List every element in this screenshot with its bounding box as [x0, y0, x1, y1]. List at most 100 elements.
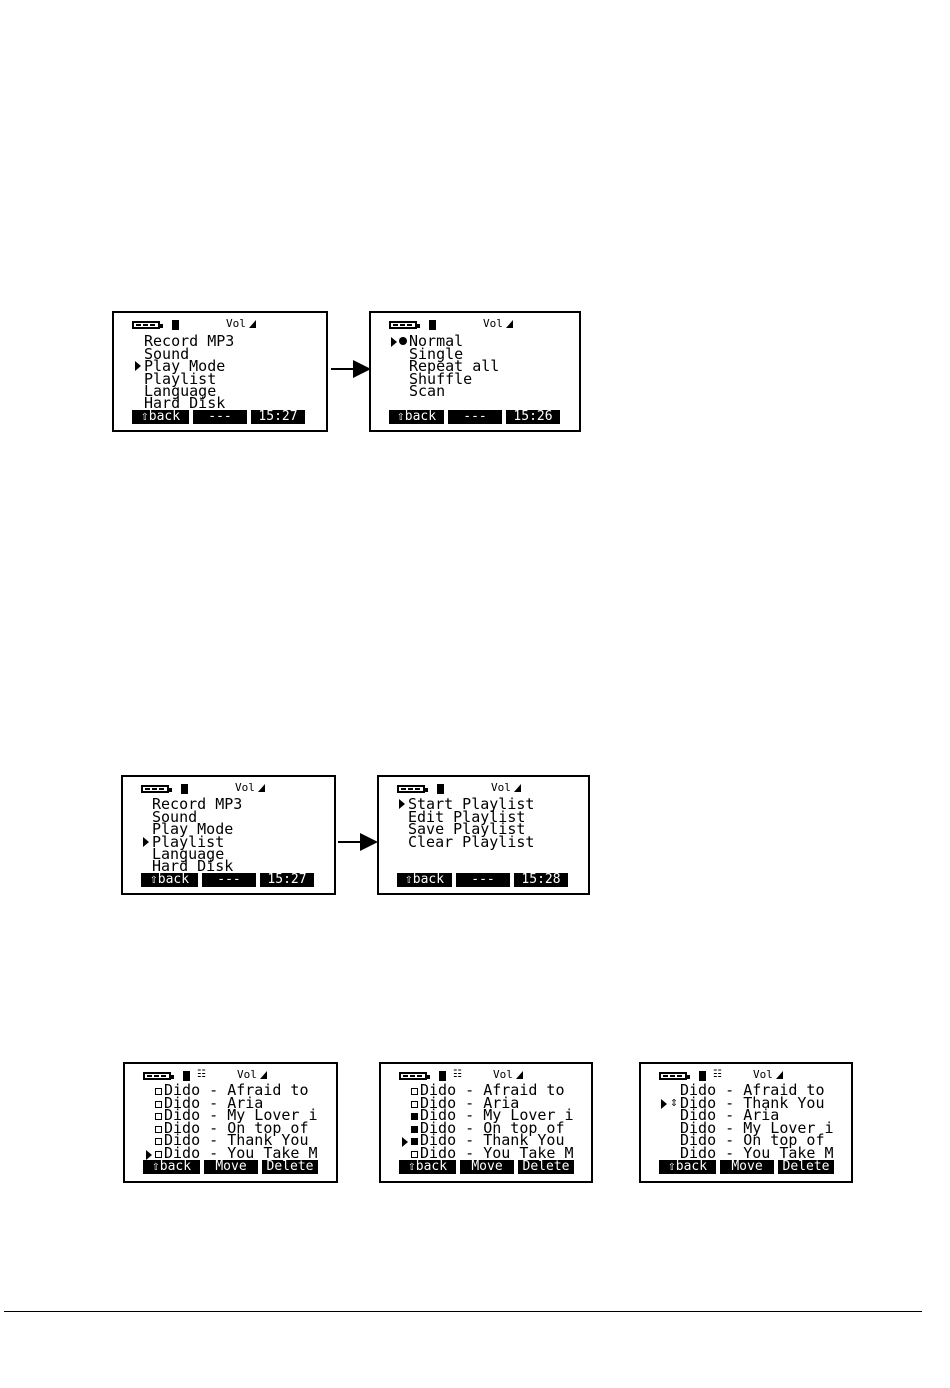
- play-mode-normal[interactable]: Normal: [409, 332, 464, 350]
- page-footer-rule: [4, 1311, 922, 1312]
- back-softkey[interactable]: ⇧back: [389, 410, 444, 424]
- checkbox-checked-icon[interactable]: [411, 1113, 418, 1120]
- playlist-save[interactable]: Save Playlist: [408, 820, 526, 838]
- battery-icon: [132, 321, 163, 329]
- middle-softkey[interactable]: ---: [202, 873, 256, 887]
- track-item[interactable]: Dido - Afraid to: [680, 1081, 825, 1099]
- track-item[interactable]: Dido - Afraid to: [420, 1081, 565, 1099]
- edit-playlist-screen-3: ☷ Vol Dido - Afraid to ⇕ Dido - Thank Yo…: [639, 1062, 853, 1183]
- track-item[interactable]: Dido - Aria: [680, 1106, 780, 1124]
- track-item[interactable]: Dido - Thank You: [680, 1094, 825, 1112]
- status-bar: Vol: [389, 317, 513, 332]
- checkbox-icon[interactable]: [411, 1151, 418, 1158]
- playlist-clear[interactable]: Clear Playlist: [408, 833, 535, 851]
- delete-softkey[interactable]: Delete: [518, 1160, 574, 1174]
- delete-softkey[interactable]: Delete: [262, 1160, 318, 1174]
- track-item[interactable]: Dido - You Take M: [680, 1144, 834, 1162]
- softkey-bar: ⇧back --- 15:27: [141, 873, 314, 887]
- track-item[interactable]: Dido - Afraid to: [164, 1081, 309, 1099]
- play-state-icon: [183, 1071, 190, 1081]
- track-item[interactable]: Dido - On top of: [164, 1119, 309, 1137]
- menu-item-language[interactable]: Language: [152, 845, 225, 863]
- play-mode-scan[interactable]: Scan: [409, 382, 446, 400]
- status-bar: Vol: [132, 317, 256, 332]
- track-item[interactable]: Dido - Aria: [420, 1094, 520, 1112]
- playlist-menu-screen: Vol Start Playlist Edit Playlist Save Pl…: [377, 775, 590, 895]
- checkbox-icon[interactable]: [155, 1101, 162, 1108]
- selection-pointer-icon: [146, 1150, 152, 1160]
- play-state-icon: [439, 1071, 446, 1081]
- play-mode-shuffle[interactable]: Shuffle: [409, 370, 473, 388]
- track-item[interactable]: Dido - My Lover i: [420, 1106, 574, 1124]
- transition-arrow: [338, 833, 378, 851]
- volume-indicator: Vol: [491, 781, 521, 794]
- track-item[interactable]: Dido - My Lover i: [164, 1106, 318, 1124]
- back-softkey[interactable]: ⇧back: [399, 1160, 456, 1174]
- playlist-edit[interactable]: Edit Playlist: [408, 808, 526, 826]
- menu-item-hard-disk[interactable]: Hard Disk: [152, 857, 234, 875]
- edit-playlist-screen-2: ☷ Vol Dido - Afraid to Dido - Aria Dido …: [379, 1062, 593, 1183]
- checkbox-icon[interactable]: [411, 1101, 418, 1108]
- menu-item-hard-disk[interactable]: Hard Disk: [144, 394, 226, 412]
- menu-item-record[interactable]: Record MP3: [152, 795, 243, 813]
- menu-item-sound[interactable]: Sound: [144, 345, 190, 363]
- status-bar: ☷ Vol: [659, 1068, 783, 1083]
- playlist-start[interactable]: Start Playlist: [408, 795, 535, 813]
- softkey-bar: ⇧back Move Delete: [399, 1160, 574, 1174]
- status-bar: ☷ Vol: [399, 1068, 523, 1083]
- middle-softkey[interactable]: ---: [448, 410, 502, 424]
- middle-softkey[interactable]: ---: [456, 873, 510, 887]
- checkbox-icon[interactable]: [155, 1151, 162, 1158]
- play-mode-single[interactable]: Single: [409, 345, 464, 363]
- track-item[interactable]: Dido - Thank You: [164, 1131, 309, 1149]
- back-softkey[interactable]: ⇧back: [397, 873, 452, 887]
- play-state-icon: [172, 320, 179, 330]
- move-softkey[interactable]: Move: [720, 1160, 774, 1174]
- checkbox-icon[interactable]: [155, 1138, 162, 1145]
- play-mode-repeat-all[interactable]: Repeat all: [409, 357, 500, 375]
- track-item[interactable]: Dido - On top of: [680, 1131, 825, 1149]
- softkey-bar: ⇧back Move Delete: [659, 1160, 834, 1174]
- track-item[interactable]: Dido - You Take M: [420, 1144, 574, 1162]
- delete-softkey[interactable]: Delete: [778, 1160, 834, 1174]
- menu-item-play-mode[interactable]: Play Mode: [152, 820, 234, 838]
- track-item[interactable]: Dido - My Lover i: [680, 1119, 834, 1137]
- menu-item-record[interactable]: Record MP3: [144, 332, 235, 350]
- back-softkey[interactable]: ⇧back: [659, 1160, 716, 1174]
- menu-item-language[interactable]: Language: [144, 382, 217, 400]
- main-menu-screen-2: Vol Record MP3 Sound Play Mode Playlist …: [121, 775, 336, 895]
- checkbox-icon[interactable]: [411, 1088, 418, 1095]
- battery-icon: [143, 1072, 174, 1080]
- selection-pointer-icon: [402, 1137, 408, 1147]
- track-item[interactable]: Dido - On top of: [420, 1119, 565, 1137]
- back-softkey[interactable]: ⇧back: [143, 1160, 200, 1174]
- middle-softkey[interactable]: ---: [193, 410, 247, 424]
- move-softkey[interactable]: Move: [460, 1160, 514, 1174]
- softkey-bar: ⇧back --- 15:27: [132, 410, 305, 424]
- play-state-icon: [437, 784, 444, 794]
- menu-item-playlist[interactable]: Playlist: [152, 833, 225, 851]
- selection-pointer-icon: [661, 1099, 667, 1109]
- checkbox-checked-icon[interactable]: [411, 1138, 418, 1145]
- menu-item-sound[interactable]: Sound: [152, 808, 198, 826]
- checkbox-icon[interactable]: [155, 1126, 162, 1133]
- checkbox-icon[interactable]: [155, 1113, 162, 1120]
- softkey-bar: ⇧back --- 15:26: [389, 410, 560, 424]
- play-state-icon: [699, 1071, 706, 1081]
- checkbox-icon[interactable]: [155, 1088, 162, 1095]
- selection-pointer-icon: [399, 799, 405, 809]
- menu-item-playlist[interactable]: Playlist: [144, 370, 217, 388]
- play-state-icon: [181, 784, 188, 794]
- track-item[interactable]: Dido - Aria: [164, 1094, 264, 1112]
- back-softkey[interactable]: ⇧back: [132, 410, 189, 424]
- battery-icon: [141, 785, 172, 793]
- radio-selected-icon: [399, 337, 407, 345]
- move-softkey[interactable]: Move: [204, 1160, 258, 1174]
- track-item[interactable]: Dido - You Take M: [164, 1144, 318, 1162]
- back-softkey[interactable]: ⇧back: [141, 873, 198, 887]
- softkey-bar: ⇧back --- 15:28: [397, 873, 568, 887]
- track-item[interactable]: Dido - Thank You: [420, 1131, 565, 1149]
- status-bar: Vol: [141, 781, 265, 796]
- menu-item-play-mode[interactable]: Play Mode: [144, 357, 226, 375]
- checkbox-checked-icon[interactable]: [411, 1126, 418, 1133]
